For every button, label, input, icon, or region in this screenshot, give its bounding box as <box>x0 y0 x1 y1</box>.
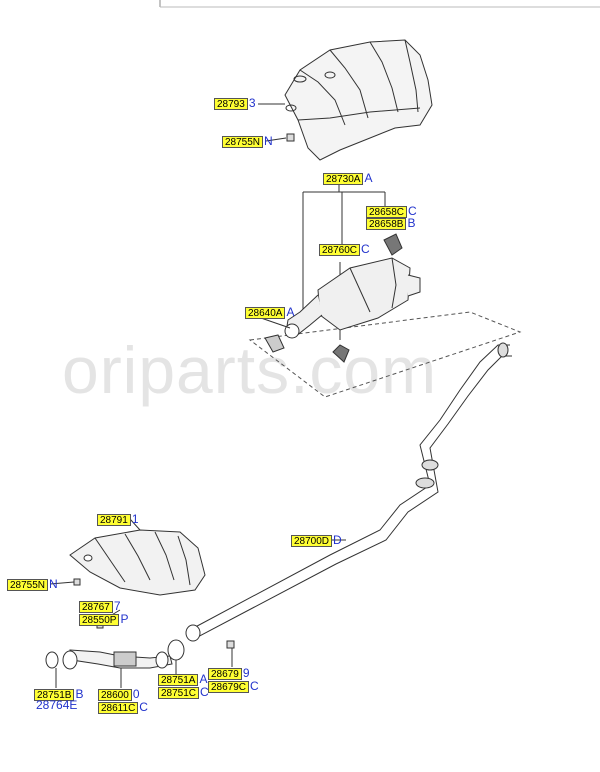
part-number-suffix: B <box>75 687 84 701</box>
bolt-icon <box>73 578 81 586</box>
front-pipe <box>45 649 173 670</box>
part-number-label[interactable]: 28767 <box>79 600 113 613</box>
part-number-28764e: 28764E <box>36 698 78 712</box>
part-number-suffix: 3 <box>248 96 256 110</box>
part-number-label[interactable]: 28751A <box>158 673 199 686</box>
part-number-label[interactable]: 28793 <box>214 97 248 110</box>
leader-line <box>129 518 141 531</box>
part-number-label[interactable]: 28679C <box>208 680 250 693</box>
part-number-suffix: A <box>286 305 295 319</box>
leader-line <box>49 581 75 585</box>
part-number-suffix: N <box>49 577 58 591</box>
part-number-label[interactable]: 28700D <box>291 534 333 547</box>
part-number-suffix: 0 <box>132 687 140 701</box>
part-number-label[interactable]: 28730A <box>323 172 364 185</box>
catalytic-converter <box>284 257 421 339</box>
gasket-ring <box>264 334 285 353</box>
part-number-label[interactable]: 28550P <box>79 613 120 626</box>
leader-line <box>265 137 287 142</box>
part-number-suffix: 9 <box>242 666 250 680</box>
part-number-suffix: B <box>407 216 416 230</box>
part-number-suffix: D <box>333 533 342 547</box>
part-number-label[interactable]: 28760C <box>319 243 361 256</box>
part-number-suffix: 7 <box>113 599 121 613</box>
part-number-label[interactable]: 28751C <box>158 686 200 699</box>
center-pipe <box>185 342 512 641</box>
part-number-suffix: P <box>120 612 129 626</box>
part-number-label[interactable]: 28611C <box>98 701 139 714</box>
part-number-suffix: C <box>139 700 148 714</box>
part-number-label[interactable]: 28751B <box>34 688 75 701</box>
gasket-ring <box>167 624 201 661</box>
part-number-label[interactable]: 28755N <box>222 135 264 148</box>
group-box <box>248 311 522 398</box>
part-number-label[interactable]: 28791 <box>97 513 131 526</box>
part-number-suffix: C <box>250 679 259 693</box>
part-number-suffix: N <box>264 134 273 148</box>
part-number-label[interactable]: 28679 <box>208 667 242 680</box>
part-number-suffix: C <box>200 685 209 699</box>
part-number-label[interactable]: 28640A <box>245 306 286 319</box>
part-number-suffix: C <box>408 204 417 218</box>
leader-line <box>260 317 291 329</box>
part-number-label[interactable]: 28658C <box>366 205 408 218</box>
hanger-rubber <box>332 233 403 363</box>
upper-heat-shield <box>284 39 433 161</box>
part-number-suffix: C <box>361 242 370 256</box>
part-number-suffix: A <box>364 171 373 185</box>
watermark: oriparts.com <box>62 333 438 407</box>
bolt-icon <box>286 133 295 142</box>
lower-heat-shield <box>69 529 206 596</box>
part-number-suffix: A <box>199 672 208 686</box>
part-number-label[interactable]: 28658B <box>366 217 407 230</box>
part-number-label[interactable]: 28600 <box>98 688 132 701</box>
part-number-suffix: 1 <box>131 512 139 526</box>
part-number-label[interactable]: 28755N <box>7 578 49 591</box>
